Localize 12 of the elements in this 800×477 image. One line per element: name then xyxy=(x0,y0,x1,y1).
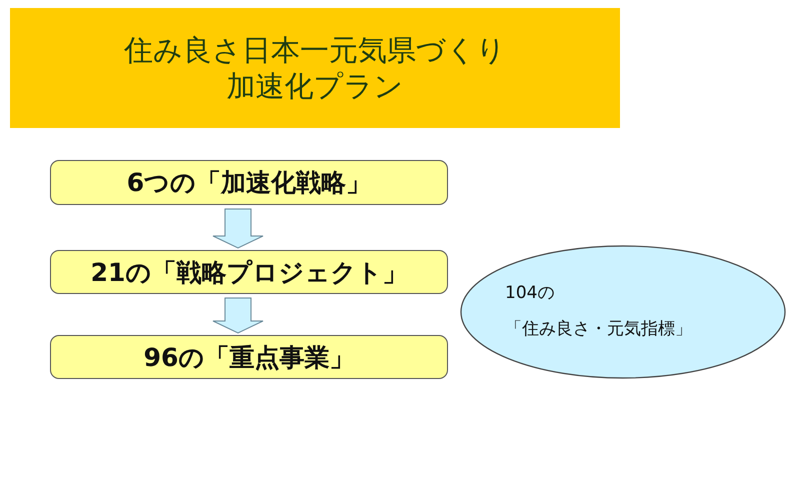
step-box xyxy=(50,160,448,205)
step-box xyxy=(50,335,448,379)
indicator-text: 104の xyxy=(505,282,556,306)
step-text: 21の「戦略プロジェクト」 xyxy=(90,256,408,288)
step-box xyxy=(50,250,448,294)
indicator-ellipse xyxy=(460,245,786,379)
title: 住み良さ日本一元気県づくり加速化プラン xyxy=(123,32,507,104)
block-arrow xyxy=(212,208,264,249)
indicator-text: 「住み良さ・元気指標」 xyxy=(505,318,693,341)
block-arrow xyxy=(212,298,264,334)
step-text: 96の「重点事業」 xyxy=(144,342,354,374)
step-text: 6つの「加速化戦略」 xyxy=(126,167,372,199)
